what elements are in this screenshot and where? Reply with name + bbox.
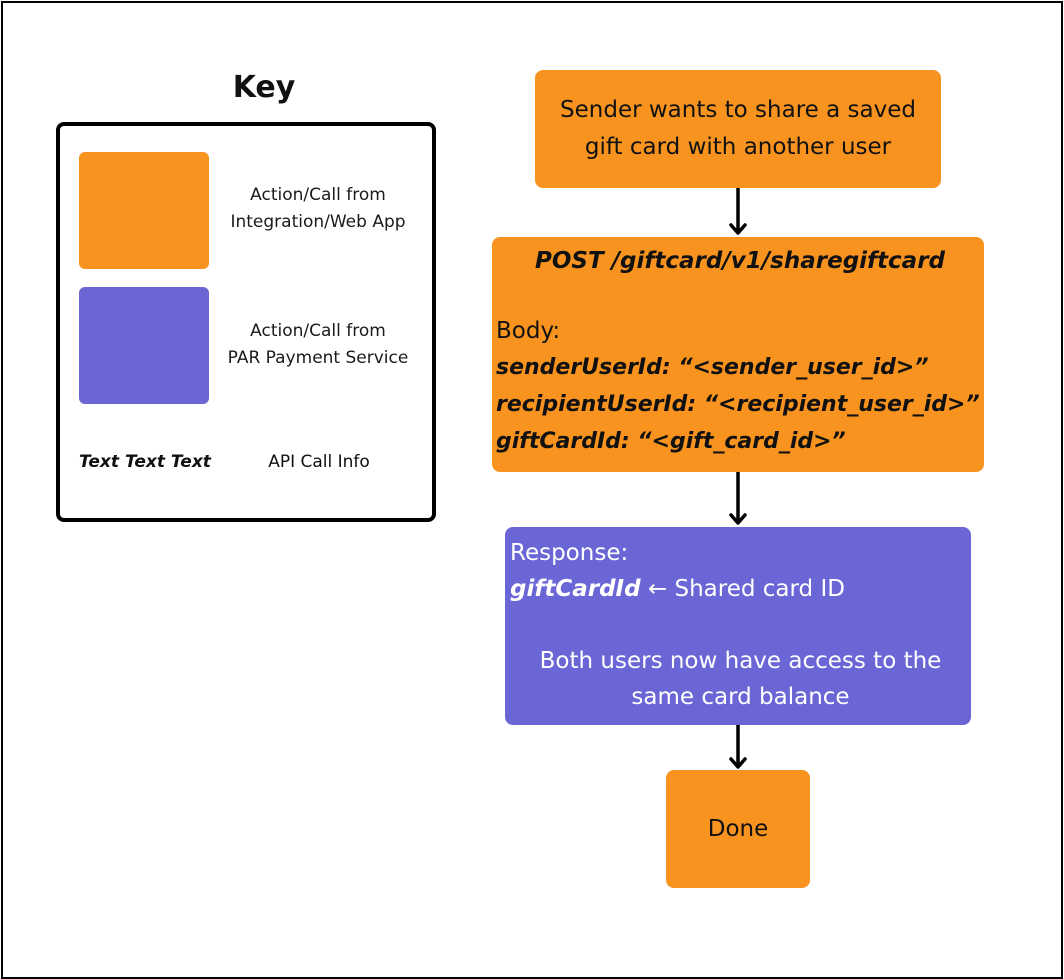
arrow-request-to-response [729,472,747,525]
request-param-recipient: recipientUserId: “<recipient_user_id>” [496,392,980,417]
legend-label-line: Integration/Web App [230,212,406,232]
done-label: Done [707,816,769,842]
response-field-name: giftCardId [510,576,641,602]
flow-node-request: POST /giftcard/v1/sharegiftcard Body: se… [492,237,984,472]
legend-label-line: Action/Call from [250,185,386,205]
flow-node-response: Response: giftCardId ← Shared card ID Bo… [505,527,971,725]
flow-node-start-line: gift card with another user [584,134,892,160]
legend-swatch-integration [79,152,209,269]
response-field-desc: ← Shared card ID [640,576,845,602]
arrow-start-to-request [729,188,747,235]
flow-node-start: Sender wants to share a saved gift card … [535,70,941,188]
request-endpoint: POST /giftcard/v1/sharegiftcard [534,248,945,274]
response-note-line: Both users now have access to the [539,648,942,674]
legend-label-integration: Action/Call from Integration/Web App [208,182,428,236]
response-field-row: giftCardId ← Shared card ID [510,571,971,608]
flow-node-start-line: Sender wants to share a saved [560,97,916,123]
legend-label-line: Action/Call from [250,321,386,341]
legend-api-label: API Call Info [268,452,370,472]
request-param-giftcard: giftCardId: “<gift_card_id>” [496,429,846,454]
legend-label-payment-service: Action/Call from PAR Payment Service [208,318,428,372]
legend-label-line: PAR Payment Service [227,348,409,368]
arrow-response-to-done [729,725,747,769]
legend-api-sample: Text Text Text [79,452,211,472]
flow-node-done: Done [666,770,810,888]
request-body-label: Body: [496,318,561,344]
request-param-sender: senderUserId: “<sender_user_id>” [496,355,929,380]
response-note: Both users now have access to the same c… [510,643,971,715]
response-label: Response: [510,540,629,566]
legend-swatch-payment-service [79,287,209,404]
key-title: Key [232,70,296,105]
response-note-line: same card balance [631,684,850,710]
